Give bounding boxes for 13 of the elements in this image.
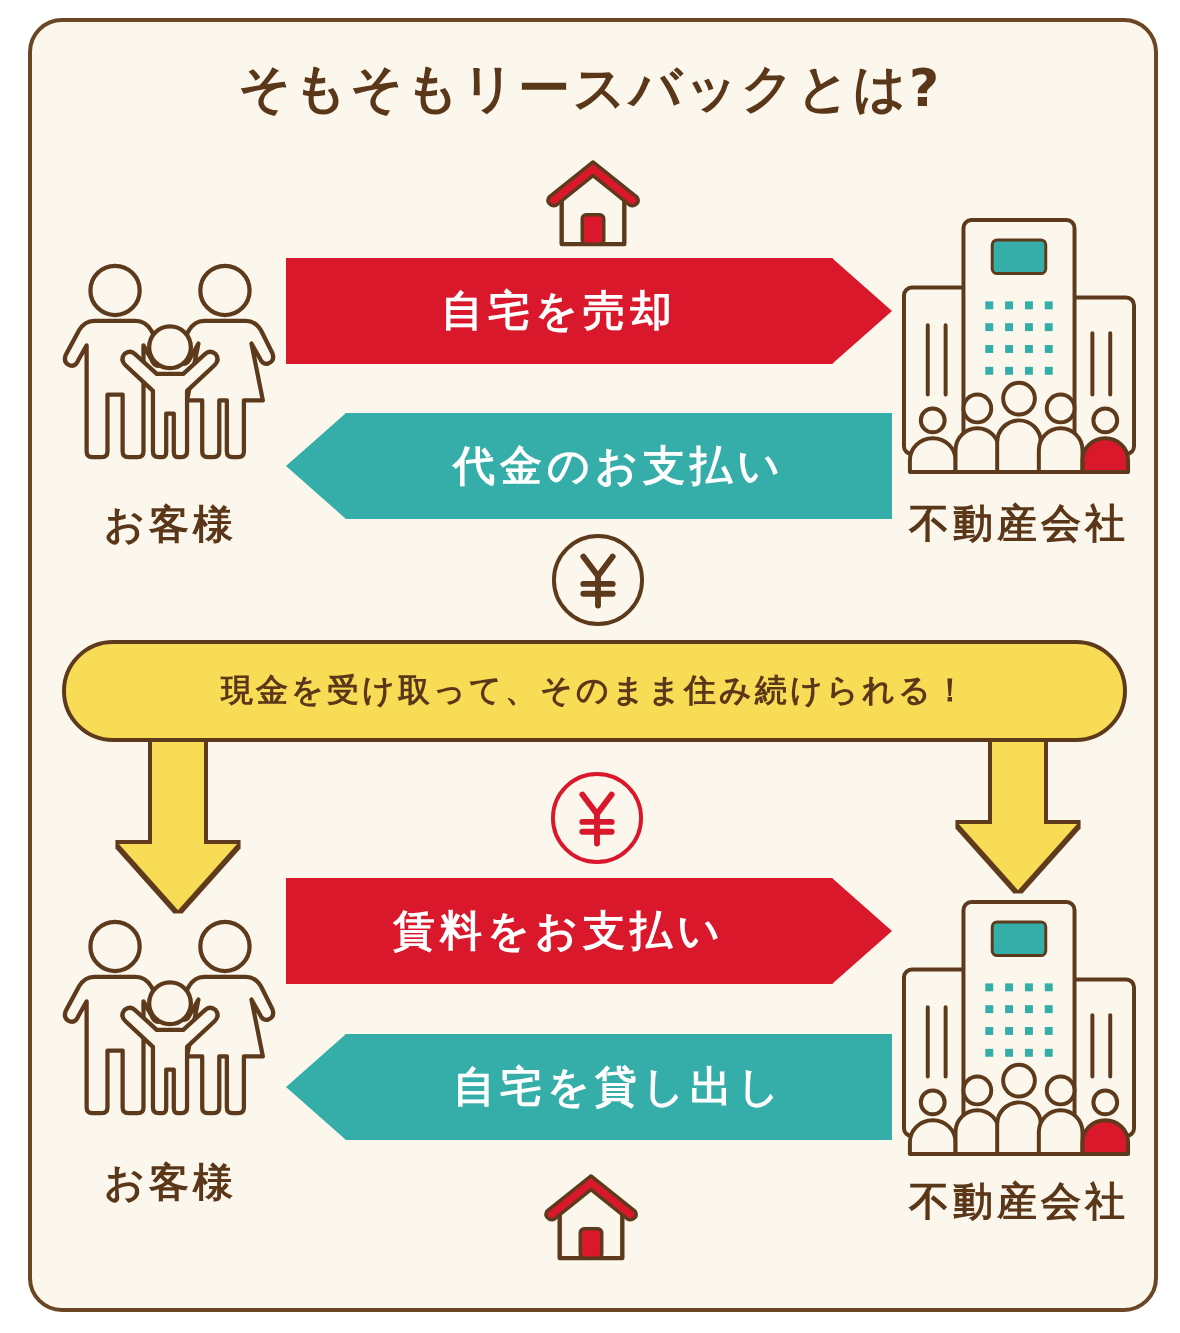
banner: 現金を受け取って、そのまま住み続けられる！ [62,640,1127,742]
edge-label: 賃料をお支払い [393,905,725,957]
edge-label: 代金のお支払い [453,440,785,492]
node-label: お客様 [103,1159,237,1205]
edge-label: 自宅を売却 [441,285,677,337]
block-arrow [286,258,892,364]
title: そもそもリースバックとは? [237,57,943,120]
block-arrow [959,742,1077,890]
node-label: お客様 [103,501,237,547]
node-label: 不動産会社 [909,1178,1129,1224]
node-label: 不動産会社 [909,500,1129,546]
edge-label: 自宅を貸し出し [453,1061,785,1113]
block-arrow [119,742,237,910]
